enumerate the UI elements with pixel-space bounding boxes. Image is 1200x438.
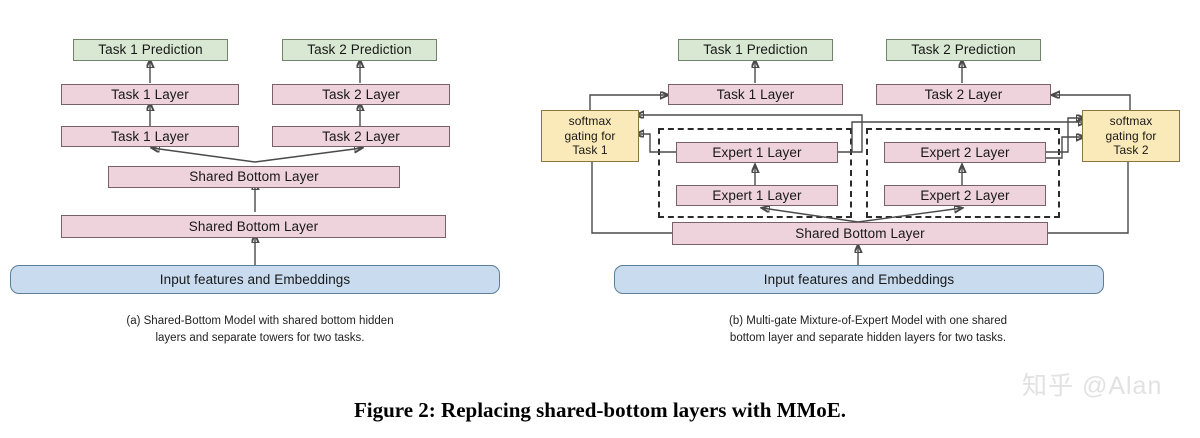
panel-b-input-features: Input features and Embeddings: [614, 265, 1104, 294]
panel-b-caption-line2: bottom layer and separate hidden layers …: [729, 332, 1007, 345]
panel-a-task2-prediction: Task 2 Prediction: [282, 39, 437, 61]
panel-a-shared-bottom-upper: Shared Bottom Layer: [108, 166, 400, 188]
gating-right-line1: softmax: [1109, 114, 1153, 129]
panel-b-expert1-layer-bottom: Expert 1 Layer: [676, 185, 838, 206]
panel-b-expert2-layer-top: Expert 2 Layer: [884, 142, 1046, 163]
panel-a-task1-layer-bottom: Task 1 Layer: [61, 126, 239, 147]
watermark-zhihu-alan: 知乎 @Alan: [1022, 372, 1163, 400]
panel-b-task2-prediction: Task 2 Prediction: [886, 39, 1041, 61]
panel-b-caption-line1: (b) Multi-gate Mixture-of-Expert Model w…: [728, 315, 1008, 327]
softmax-gating-task1-box: softmax gating for Task 1: [541, 110, 639, 162]
panel-a-input-features: Input features and Embeddings: [10, 265, 500, 294]
gating-left-line1: softmax: [568, 114, 612, 129]
gating-left-line2: gating for: [564, 128, 616, 143]
panel-a-caption-line1: (a) Shared-Bottom Model with shared bott…: [126, 315, 394, 327]
panel-a-shared-bottom-lower: Shared Bottom Layer: [61, 215, 446, 238]
panel-b-task1-layer: Task 1 Layer: [668, 84, 843, 105]
gating-left-line3: Task 1: [572, 143, 608, 158]
panel-b-task1-prediction: Task 1 Prediction: [678, 39, 833, 61]
softmax-gating-task2-box: softmax gating for Task 2: [1082, 110, 1180, 162]
panel-a-task2-layer-top: Task 2 Layer: [272, 84, 450, 105]
gating-right-line2: gating for: [1105, 128, 1157, 143]
panel-b-expert1-layer-top: Expert 1 Layer: [676, 142, 838, 163]
panel-a-task1-layer-top: Task 1 Layer: [61, 84, 239, 105]
panel-b-task2-layer: Task 2 Layer: [876, 84, 1051, 105]
panel-b-caption: (b) Multi-gate Mixture-of-Expert Model w…: [688, 313, 1048, 348]
panel-a-caption: (a) Shared-Bottom Model with shared bott…: [90, 313, 430, 348]
gating-right-line3: Task 2: [1113, 143, 1149, 158]
panel-b-expert2-layer-bottom: Expert 2 Layer: [884, 185, 1046, 206]
figure-title: Figure 2: Replacing shared-bottom layers…: [353, 398, 847, 422]
panel-a-task2-layer-bottom: Task 2 Layer: [272, 126, 450, 147]
panel-b-shared-bottom: Shared Bottom Layer: [672, 222, 1048, 245]
panel-a-task1-prediction: Task 1 Prediction: [73, 39, 228, 61]
panel-a-caption-line2: layers and separate towers for two tasks…: [155, 332, 365, 345]
